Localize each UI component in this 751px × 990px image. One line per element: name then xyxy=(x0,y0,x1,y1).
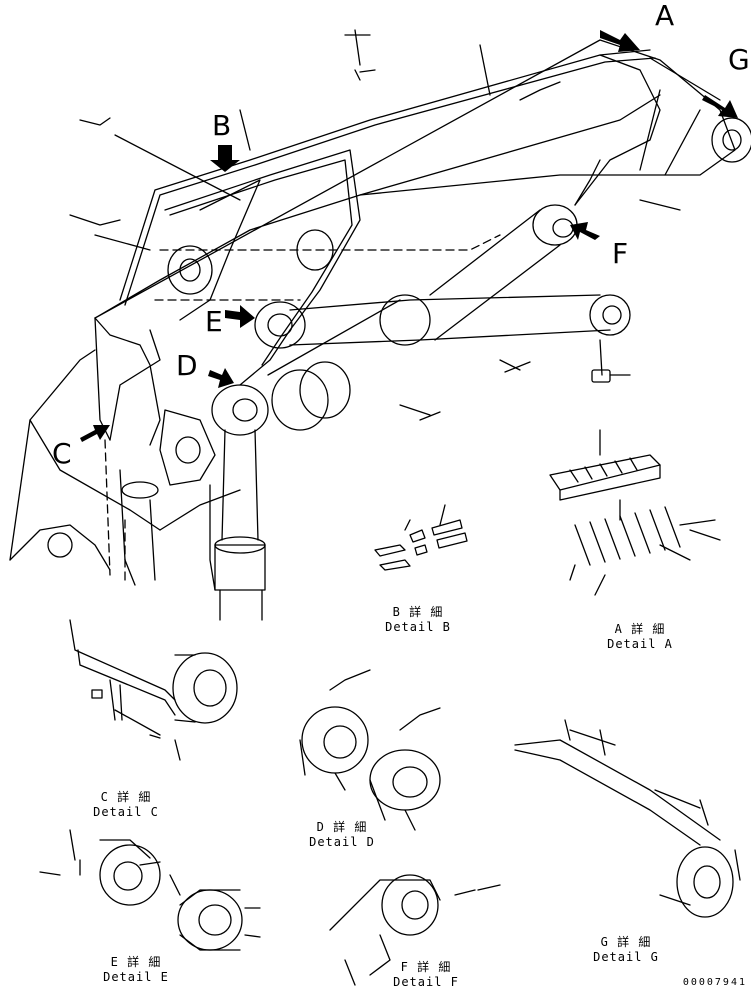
detail-f-jp: F 詳 細 xyxy=(400,960,452,974)
detail-a-jp: A 詳 細 xyxy=(614,622,666,636)
callout-label-a: A xyxy=(655,0,675,32)
boom-body xyxy=(9,39,751,586)
detail-e-drawing xyxy=(39,829,261,951)
detail-e-en: Detail E xyxy=(103,970,169,984)
detail-b-caption: B 詳 細 Detail B xyxy=(378,605,458,635)
detail-a-drawing xyxy=(549,429,721,596)
detail-g-caption: G 詳 細 Detail G xyxy=(586,935,666,965)
detail-c-caption: C 詳 細 Detail C xyxy=(86,790,166,820)
detail-d-drawing xyxy=(299,669,441,831)
detail-e-jp: E 詳 細 xyxy=(110,955,162,969)
detail-c-jp: C 詳 細 xyxy=(100,790,152,804)
leader-lines xyxy=(69,29,681,421)
boom-cylinder xyxy=(209,299,401,621)
arm-cylinder xyxy=(254,204,631,383)
detail-d-jp: D 詳 細 xyxy=(316,820,368,834)
detail-g-drawing xyxy=(514,719,741,918)
detail-e-caption: E 詳 細 Detail E xyxy=(96,955,176,985)
detail-f-drawing xyxy=(329,874,501,986)
detail-a-en: Detail A xyxy=(607,637,673,651)
callout-label-b: B xyxy=(212,109,232,142)
detail-g-jp: G 詳 細 xyxy=(600,935,652,949)
document-number: 00007941 xyxy=(682,977,747,988)
callout-label-f: F xyxy=(612,237,629,270)
callout-label-d: D xyxy=(176,349,198,382)
detail-d-caption: D 詳 細 Detail D xyxy=(302,820,382,850)
hydraulic-pipes xyxy=(109,49,721,441)
detail-b-en: Detail B xyxy=(385,620,451,634)
callout-label-g: G xyxy=(728,43,750,76)
detail-f-caption: F 詳 細 Detail F xyxy=(386,960,466,990)
detail-b-drawing xyxy=(374,504,468,571)
detail-f-en: Detail F xyxy=(393,975,459,989)
detail-c-drawing xyxy=(69,619,238,761)
detail-g-en: Detail G xyxy=(593,950,659,964)
callout-arrows xyxy=(80,30,738,442)
detail-d-en: Detail D xyxy=(309,835,375,849)
callout-label-c: C xyxy=(52,437,72,470)
callout-label-e: E xyxy=(205,305,223,338)
detail-a-caption: A 詳 細 Detail A xyxy=(600,622,680,652)
detail-b-jp: B 詳 細 xyxy=(392,605,444,619)
detail-c-en: Detail C xyxy=(93,805,159,819)
